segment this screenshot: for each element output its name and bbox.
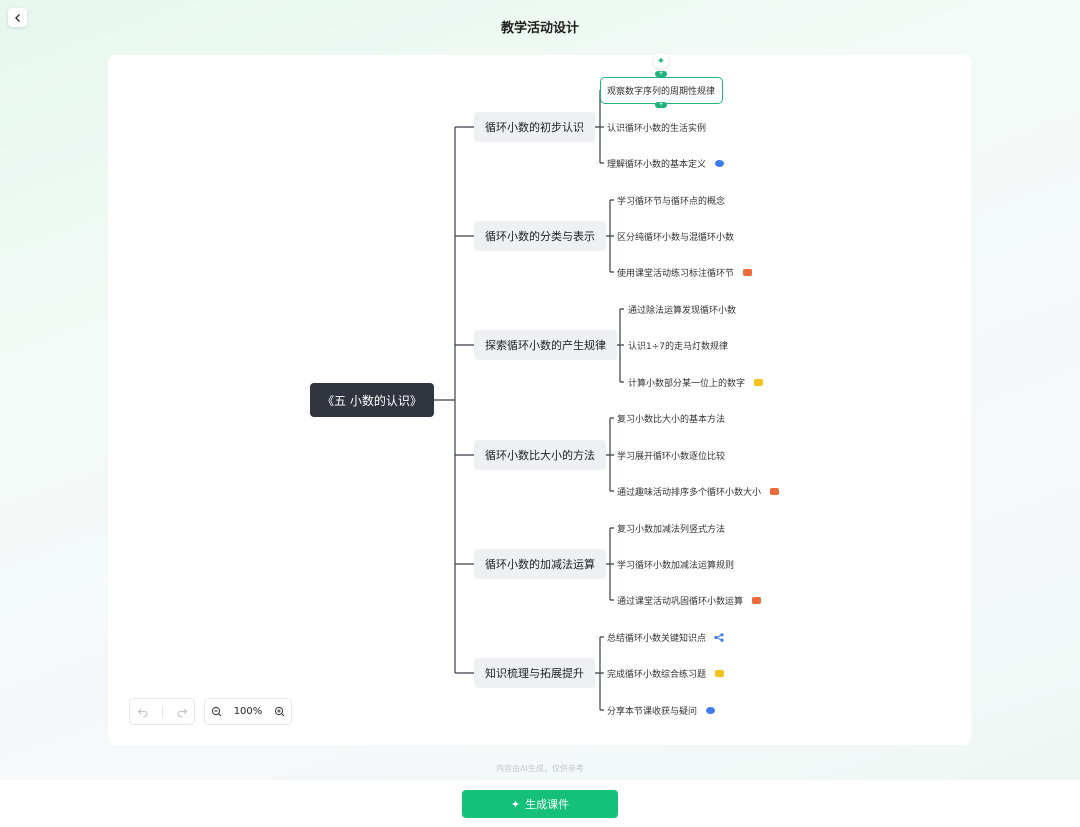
selected-node-outline (600, 77, 723, 104)
branch-node[interactable]: 循环小数的加减法运算 (474, 549, 606, 579)
leaf-node[interactable]: 观察数字序列的周期性规律 (607, 83, 715, 97)
note-icon (754, 378, 764, 386)
leaf-label: 认识1÷7的走马灯数规律 (628, 341, 728, 352)
leaf-node[interactable]: 认识1÷7的走马灯数规律 (628, 338, 728, 352)
branch-node[interactable]: 循环小数的分类与表示 (474, 221, 606, 251)
leaf-label: 学习展开循环小数逐位比较 (617, 451, 726, 462)
zoom-in-icon[interactable] (274, 706, 285, 717)
leaf-node[interactable]: 分享本节课收获与疑问 (607, 703, 716, 717)
chat-icon (715, 159, 725, 167)
generate-label: 生成课件 (525, 798, 570, 811)
zoom-controls: 100% (204, 698, 292, 725)
leaf-node[interactable]: 通过除法运算发现循环小数 (628, 302, 736, 316)
book-icon (770, 487, 780, 495)
leaf-label: 完成循环小数综合练习题 (607, 669, 707, 680)
leaf-label: 总结循环小数关键知识点 (607, 633, 707, 644)
mindmap-canvas[interactable] (108, 55, 971, 745)
leaf-node[interactable]: 使用课堂活动练习标注循环节 (617, 265, 753, 279)
history-controls (129, 698, 195, 725)
leaf-label: 学习循环小数加减法运算规则 (617, 560, 735, 571)
leaf-node[interactable]: 通过趣味活动排序多个循环小数大小 (617, 484, 780, 498)
leaf-label: 通过课堂活动巩固循环小数运算 (617, 596, 744, 607)
leaf-node[interactable]: 计算小数部分某一位上的数字 (628, 375, 764, 389)
undo-icon[interactable] (137, 706, 149, 718)
redo-icon[interactable] (176, 706, 188, 718)
sparkle-icon: ✦ (510, 797, 521, 811)
note-icon (715, 669, 725, 677)
leaf-node[interactable]: 学习循环节与循环点的概念 (617, 193, 725, 207)
leaf-node[interactable]: 通过课堂活动巩固循环小数运算 (617, 593, 762, 607)
zoom-out-icon[interactable] (211, 706, 222, 717)
leaf-label: 观察数字序列的周期性规律 (607, 86, 716, 97)
leaf-label: 分享本节课收获与疑问 (607, 706, 698, 717)
chevron-left-icon (14, 13, 20, 22)
page-title: 教学活动设计 (500, 21, 579, 36)
leaf-label: 计算小数部分某一位上的数字 (628, 378, 746, 389)
leaf-node[interactable]: 认识循环小数的生活实例 (607, 120, 706, 134)
leaf-label: 理解循环小数的基本定义 (607, 159, 707, 170)
mindmap-root-node[interactable]: 《五 小数的认识》 (310, 383, 434, 417)
back-button[interactable] (8, 8, 27, 27)
leaf-label: 认识循环小数的生活实例 (607, 123, 707, 134)
branch-node[interactable]: 循环小数的初步认识 (474, 112, 595, 142)
leaf-node[interactable]: 复习小数比大小的基本方法 (617, 411, 725, 425)
generate-courseware-button[interactable]: ✦ 生成课件 (462, 790, 618, 818)
share-icon (714, 632, 724, 642)
leaf-node[interactable]: 完成循环小数综合练习题 (607, 666, 725, 680)
book-icon (743, 268, 753, 276)
leaf-label: 通过除法运算发现循环小数 (628, 305, 737, 316)
leaf-node[interactable]: 区分纯循环小数与混循环小数 (617, 229, 734, 243)
leaf-label: 复习小数比大小的基本方法 (617, 414, 726, 425)
zoom-level: 100% (233, 706, 263, 717)
leaf-node[interactable]: 理解循环小数的基本定义 (607, 156, 725, 170)
leaf-node[interactable]: 学习展开循环小数逐位比较 (617, 448, 725, 462)
add-above-icon[interactable]: + (655, 71, 667, 77)
branch-node[interactable]: 探索循环小数的产生规律 (474, 330, 617, 360)
divider (161, 705, 163, 718)
leaf-label: 使用课堂活动练习标注循环节 (617, 268, 735, 279)
leaf-node[interactable]: 学习循环小数加减法运算规则 (617, 557, 734, 571)
leaf-label: 区分纯循环小数与混循环小数 (617, 232, 735, 243)
book-icon (752, 596, 762, 604)
ai-disclaimer: 内容由AI生成，仅供参考 (496, 764, 584, 773)
leaf-label: 通过趣味活动排序多个循环小数大小 (617, 487, 762, 498)
branch-node[interactable]: 知识梳理与拓展提升 (474, 658, 595, 688)
leaf-node[interactable]: 复习小数加减法列竖式方法 (617, 521, 725, 535)
ai-sparkle-button[interactable]: ✦ (653, 53, 669, 69)
leaf-label: 复习小数加减法列竖式方法 (617, 524, 726, 535)
branch-node[interactable]: 循环小数比大小的方法 (474, 440, 606, 470)
leaf-node[interactable]: 总结循环小数关键知识点 (607, 630, 724, 644)
leaf-label: 学习循环节与循环点的概念 (617, 196, 726, 207)
add-below-icon[interactable]: + (655, 102, 667, 108)
chat-icon (706, 706, 716, 714)
